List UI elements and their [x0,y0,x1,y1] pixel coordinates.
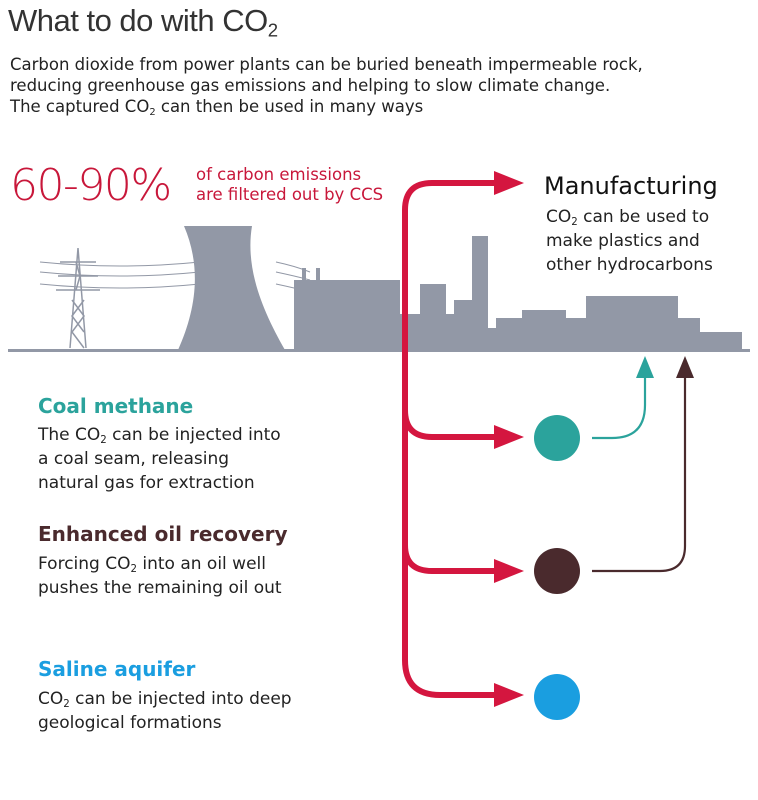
intro-text: Carbon dioxide from power plants can be … [10,54,750,117]
saline-aquifer-text: CO2 can be injected into deep geological… [38,689,292,733]
co2-arrowheads [494,171,524,707]
oil-return-arrow [592,372,687,573]
coal-return-arrow [592,372,647,440]
arrow-right-icon [494,683,524,707]
manufacturing-text: CO2 can be used to make plastics and oth… [546,207,713,275]
co2-pipe [402,180,503,698]
enhanced-oil-text: Forcing CO2 into an oil well pushes the … [38,554,282,598]
stat-value: 60-90% [10,160,172,211]
coal-methane-circle [534,415,580,461]
cooling-tower [178,226,285,350]
stat-note: of carbon emissions are filtered out by … [196,165,384,204]
arrow-up-icon [676,356,694,378]
intro-line: The captured CO2 can then be used in man… [10,97,424,118]
ground-line [8,349,750,352]
intro-line: reducing greenhouse gas emissions and he… [10,76,611,95]
saline-aquifer-circle [534,674,580,720]
page-title: What to do with CO2 [8,3,278,41]
oil-recovery-circle [534,548,580,594]
coal-methane-heading: Coal methane [38,394,194,418]
enhanced-oil-heading: Enhanced oil recovery [38,522,288,546]
arrow-right-icon [494,171,524,195]
arrow-up-icon [636,356,654,378]
pylon-icon [56,247,100,349]
manufacturing-heading: Manufacturing [544,172,718,200]
power-lines [39,261,311,293]
factory-skyline [294,236,742,350]
intro-line: Carbon dioxide from power plants can be … [10,55,643,74]
arrow-right-icon [494,425,524,449]
saline-aquifer-heading: Saline aquifer [38,657,196,681]
arrow-right-icon [494,559,524,583]
coal-methane-text: The CO2 can be injected into a coal seam… [38,425,281,493]
